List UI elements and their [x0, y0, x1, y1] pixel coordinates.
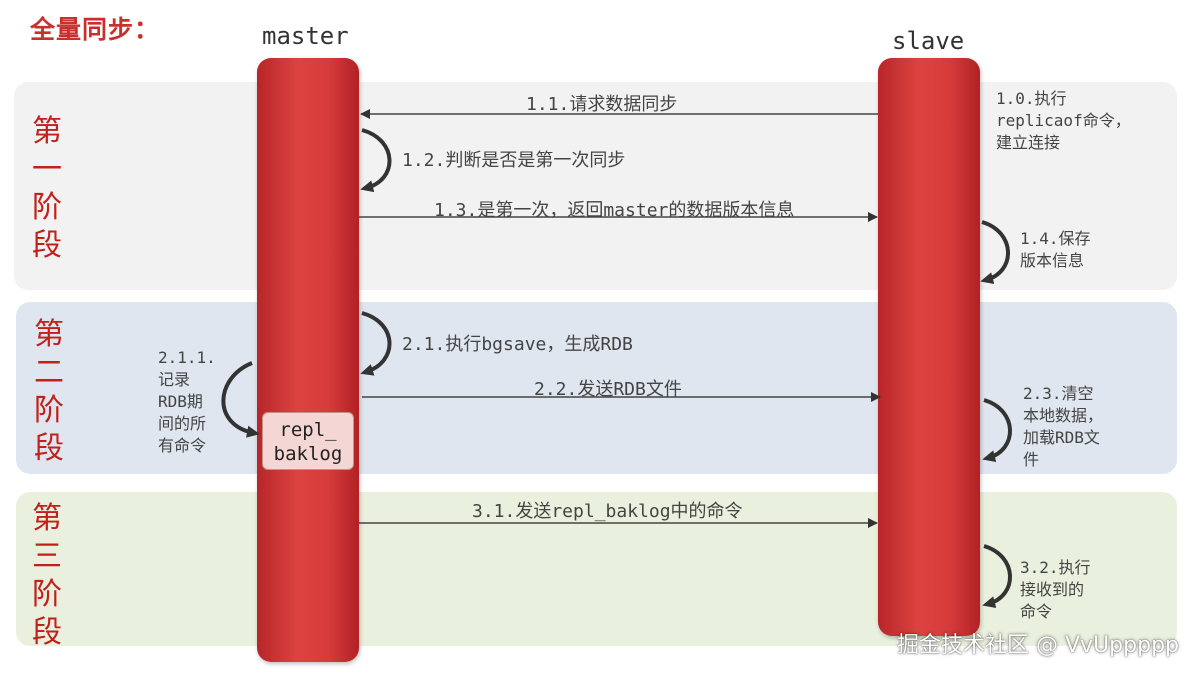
loop-2-1-1 [221, 361, 260, 438]
note-3-2: 3.2.执行接收到的命令 [1020, 558, 1091, 621]
watermark: 掘金技术社区 @ VvUppppp [897, 633, 1179, 658]
message-1-1: 1.1.请求数据同步 [526, 94, 678, 115]
stage-3-band [16, 492, 1177, 646]
message-2-2: 2.2.发送RDB文件 [534, 379, 682, 400]
note-2-3: 2.3.清空本地数据，加载RDB文件 [1023, 384, 1104, 469]
slave-header: slave [892, 27, 965, 55]
note-1-4: 1.4.保存版本信息 [1020, 229, 1091, 270]
slave-lifeline [878, 58, 980, 636]
stage-2-band [16, 302, 1177, 474]
message-3-1: 3.1.发送repl_baklog中的命令 [472, 501, 743, 522]
loop-3-2 [982, 544, 1012, 608]
master-lifeline [257, 58, 359, 662]
loop-1-4 [980, 220, 1010, 284]
master-header: master [262, 22, 349, 50]
stage-3-label: 第三阶段 [32, 501, 62, 650]
loop-2-3 [982, 398, 1012, 462]
message-1-3: 1.3.是第一次，返回master的数据版本信息 [434, 200, 795, 221]
message-1-2: 1.2.判断是否是第一次同步 [402, 150, 626, 171]
stage-2-label: 第二阶段 [34, 317, 64, 466]
page-title: 全量同步： [30, 15, 161, 44]
stage-1-label: 第一阶段 [32, 114, 62, 263]
loop-1-2 [360, 128, 392, 193]
stage-1-band [14, 82, 1177, 290]
message-2-1: 2.1.执行bgsave，生成RDB [402, 334, 633, 355]
loop-2-1 [360, 311, 392, 376]
repl-baklog-buffer: repl_ baklog [262, 412, 354, 470]
